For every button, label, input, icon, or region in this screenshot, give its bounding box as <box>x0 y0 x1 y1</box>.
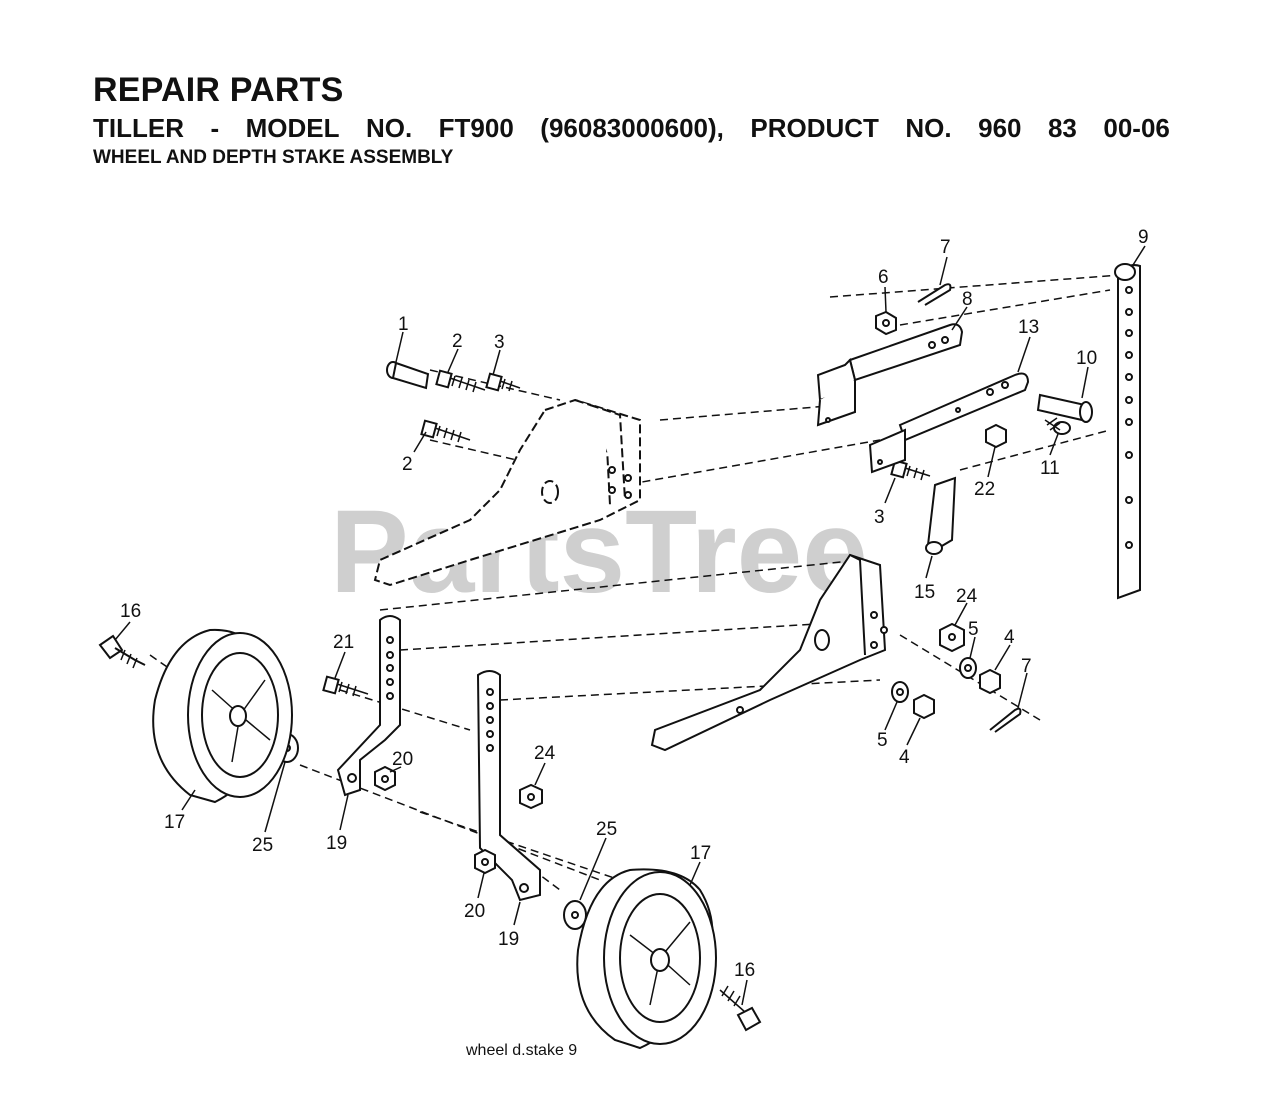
pin-part-10 <box>1036 393 1093 423</box>
callout-20: 20 <box>464 901 485 922</box>
hairpin-clip-part-7 <box>917 283 952 306</box>
depth-bar-bracket-part-8 <box>816 323 964 427</box>
model-word: 83 <box>1047 113 1077 143</box>
callout-15: 15 <box>914 582 935 603</box>
callout-16: 16 <box>120 601 141 622</box>
nut-part-4-lower <box>913 693 935 720</box>
page-header: REPAIR PARTS TILLER - MODEL NO. FT900 (9… <box>93 70 1170 170</box>
wheel-bracket-part-19-right <box>476 670 541 902</box>
lock-pin-part-11 <box>1044 417 1071 435</box>
model-word: TILLER <box>93 113 184 143</box>
page-title: REPAIR PARTS <box>93 71 344 109</box>
model-word: 00-06 <box>1103 113 1170 143</box>
callout-24: 24 <box>534 743 556 764</box>
callout-21: 21 <box>333 632 354 653</box>
model-word: MODEL <box>245 113 340 143</box>
callout-5: 5 <box>877 730 888 751</box>
callout-17: 17 <box>164 812 185 833</box>
bolt-part-2-lower <box>420 419 471 443</box>
callout-9: 9 <box>1138 227 1149 248</box>
callout-19: 19 <box>498 929 519 950</box>
bolt-part-3 <box>485 372 521 392</box>
model-word: - <box>210 113 220 143</box>
nut-part-22 <box>985 423 1007 449</box>
callout-1: 1 <box>398 314 409 335</box>
figure-caption: wheel d.stake 9 <box>465 1042 577 1059</box>
callout-22: 22 <box>974 479 995 500</box>
hairpin-clip-part-7-lower <box>989 707 1022 733</box>
wheel-bracket-part-19 <box>336 615 401 797</box>
depth-stake-part-9 <box>1114 263 1141 600</box>
nut-part-4 <box>979 668 1001 695</box>
callout-13: 13 <box>1018 317 1039 338</box>
clevis-pin-part-1 <box>386 361 430 390</box>
callout-5: 5 <box>968 619 979 640</box>
callout-3: 3 <box>494 332 505 353</box>
model-word: NO. <box>905 113 952 143</box>
callout-20: 20 <box>392 749 413 770</box>
callout-25: 25 <box>596 819 617 840</box>
model-word: PRODUCT <box>750 113 879 143</box>
leader-lines <box>114 245 1146 1006</box>
model-word: (96083000600), <box>540 113 724 143</box>
wheel-part-17 <box>152 628 293 804</box>
wheel-bolt-part-16 <box>98 634 146 669</box>
callout-11: 11 <box>1040 458 1060 479</box>
callout-25: 25 <box>252 835 273 856</box>
section-title: WHEEL AND DEPTH STAKE ASSEMBLY <box>93 147 454 168</box>
callout-4: 4 <box>899 747 910 768</box>
model-word: 960 <box>978 113 1022 143</box>
depth-bar-bracket-part-13 <box>868 372 1030 474</box>
wheel-part-17-right <box>576 868 717 1050</box>
callout-16: 16 <box>734 960 755 981</box>
bolt-part-21 <box>322 675 369 697</box>
callout-labels: 1 2 3 2 6 7 8 9 13 10 11 22 3 15 24 5 4 … <box>120 227 1149 981</box>
callout-10: 10 <box>1076 348 1097 369</box>
spring-clip-part-15 <box>925 476 957 555</box>
left-frame-bracket <box>373 398 641 587</box>
callout-4: 4 <box>1004 627 1015 648</box>
callout-2: 2 <box>402 454 413 475</box>
callout-24: 24 <box>956 586 978 607</box>
callout-7: 7 <box>1021 656 1032 677</box>
model-word: FT900 <box>438 113 514 143</box>
callout-6: 6 <box>878 267 889 288</box>
callout-7: 7 <box>940 237 951 258</box>
model-word: NO. <box>365 113 413 143</box>
right-frame-bracket <box>650 553 888 752</box>
wheel-bolt-part-16-right <box>719 985 762 1032</box>
callout-3: 3 <box>874 507 885 528</box>
model-line: TILLER - MODEL NO. FT900 (96083000600), … <box>93 112 1170 144</box>
callout-17: 17 <box>690 843 711 864</box>
bolt-part-2 <box>435 369 486 393</box>
callout-19: 19 <box>326 833 347 854</box>
callout-2: 2 <box>452 331 463 352</box>
callout-8: 8 <box>962 289 973 310</box>
